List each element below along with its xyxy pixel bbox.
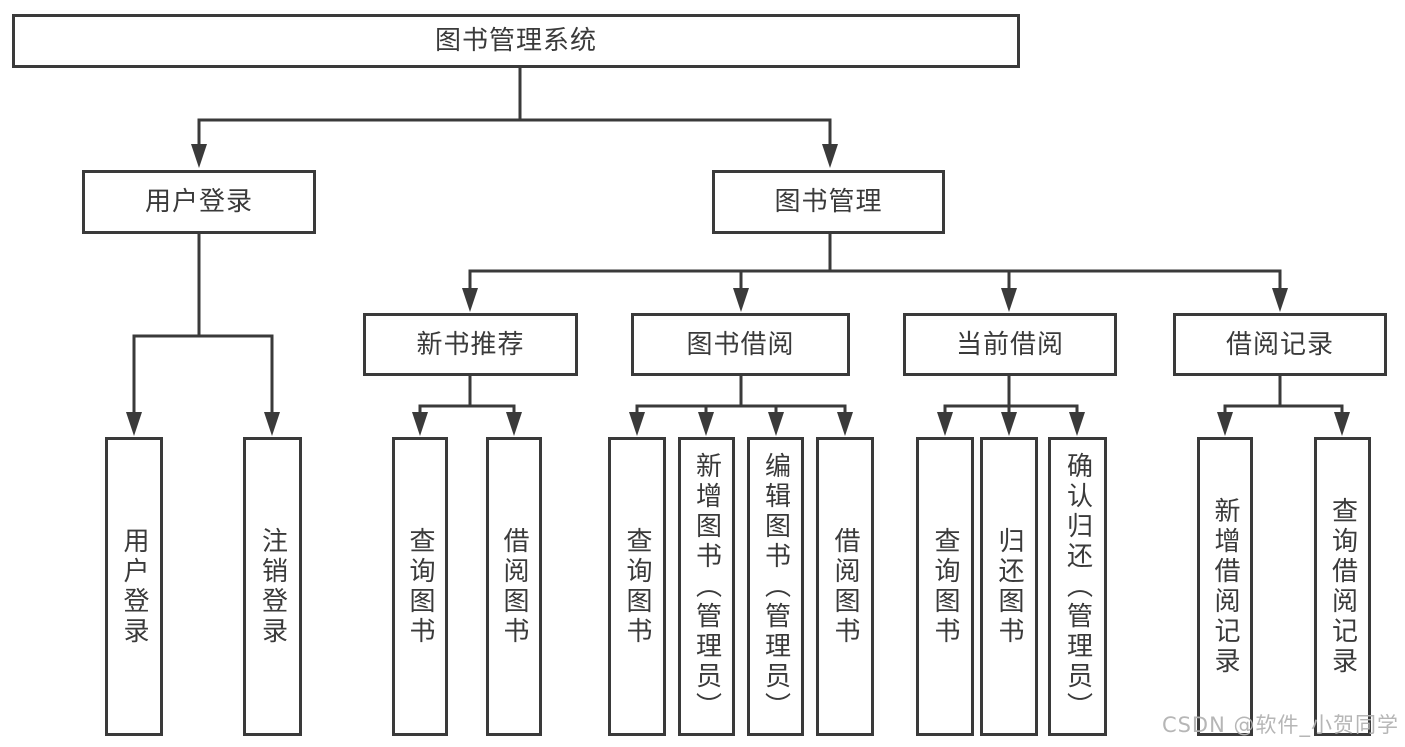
- node-borrow-query-books-label: 查询图书: [622, 526, 652, 647]
- arrow-down-icon: [1217, 412, 1233, 436]
- node-recommend-query-books: 查询图书: [392, 437, 448, 736]
- node-recommend-query-books-label: 查询图书: [405, 526, 435, 647]
- node-root: 图书管理系统: [12, 14, 1020, 68]
- node-user-login-action-label: 用户登录: [119, 526, 149, 647]
- connector-new-book-recommend: [412, 374, 522, 436]
- node-edit-books-admin-label: 编辑图书（管理员）: [760, 451, 791, 722]
- arrow-down-icon: [1001, 288, 1017, 312]
- csdn-watermark: CSDN @软件_小贺同学: [1161, 713, 1399, 737]
- arrow-down-icon: [462, 288, 478, 312]
- node-book-borrow-label: 图书借阅: [686, 329, 795, 360]
- node-book-borrow: 图书借阅: [631, 313, 850, 376]
- arrow-down-icon: [506, 412, 522, 436]
- connector-borrow-records: [1217, 374, 1350, 436]
- node-return-books: 归还图书: [980, 437, 1038, 736]
- node-current-query-books-label: 查询图书: [930, 526, 960, 647]
- node-confirm-return-admin: 确认归还（管理员）: [1048, 437, 1107, 736]
- arrow-down-icon: [822, 144, 838, 168]
- node-borrow-records: 借阅记录: [1173, 313, 1387, 376]
- arrow-down-icon: [629, 412, 645, 436]
- node-book-management: 图书管理: [712, 170, 945, 234]
- node-edit-books-admin: 编辑图书（管理员）: [747, 437, 804, 736]
- node-user-login: 用户登录: [82, 170, 316, 234]
- connector-current-borrow: [937, 374, 1085, 436]
- node-return-books-label: 归还图书: [994, 526, 1024, 647]
- arrow-down-icon: [264, 412, 280, 436]
- node-current-query-books: 查询图书: [916, 437, 974, 736]
- node-book-management-label: 图书管理: [774, 187, 883, 217]
- arrow-down-icon: [768, 412, 784, 436]
- node-user-login-action: 用户登录: [105, 437, 163, 736]
- arrow-down-icon: [937, 412, 953, 436]
- arrow-down-icon: [1001, 412, 1017, 436]
- node-add-borrow-record: 新增借阅记录: [1197, 437, 1253, 736]
- connector-root: [191, 66, 838, 168]
- node-current-borrow-label: 当前借阅: [955, 329, 1064, 360]
- arrow-down-icon: [1334, 412, 1350, 436]
- node-add-borrow-record-label: 新增借阅记录: [1210, 496, 1240, 677]
- node-query-borrow-record-label: 查询借阅记录: [1327, 496, 1358, 677]
- node-current-borrow: 当前借阅: [903, 313, 1117, 376]
- node-add-books-admin: 新增图书（管理员）: [678, 437, 735, 736]
- connector-user-login: [126, 232, 280, 436]
- arrow-down-icon: [126, 412, 142, 436]
- node-borrow-records-label: 借阅记录: [1225, 329, 1334, 360]
- node-logout-action-label: 注销登录: [257, 526, 288, 647]
- arrow-down-icon: [837, 412, 853, 436]
- arrow-down-icon: [698, 412, 714, 436]
- node-confirm-return-admin-label: 确认归还（管理员）: [1062, 451, 1093, 722]
- arrow-down-icon: [1069, 412, 1085, 436]
- node-recommend-borrow-books-label: 借阅图书: [499, 526, 529, 647]
- arrow-down-icon: [191, 144, 207, 168]
- node-new-book-recommend: 新书推荐: [363, 313, 578, 376]
- node-logout-action: 注销登录: [243, 437, 302, 736]
- node-user-login-label: 用户登录: [144, 187, 253, 217]
- node-root-label: 图书管理系统: [434, 26, 597, 56]
- node-borrow-books-label: 借阅图书: [830, 526, 860, 647]
- connector-book-management: [462, 232, 1288, 312]
- node-new-book-recommend-label: 新书推荐: [416, 329, 525, 360]
- arrow-down-icon: [1272, 288, 1288, 312]
- node-recommend-borrow-books: 借阅图书: [486, 437, 542, 736]
- arrow-down-icon: [733, 288, 749, 312]
- arrow-down-icon: [412, 412, 428, 436]
- node-borrow-books: 借阅图书: [816, 437, 874, 736]
- node-borrow-query-books: 查询图书: [608, 437, 666, 736]
- node-query-borrow-record: 查询借阅记录: [1314, 437, 1371, 736]
- node-add-books-admin-label: 新增图书（管理员）: [691, 451, 722, 722]
- connector-book-borrow: [629, 374, 853, 436]
